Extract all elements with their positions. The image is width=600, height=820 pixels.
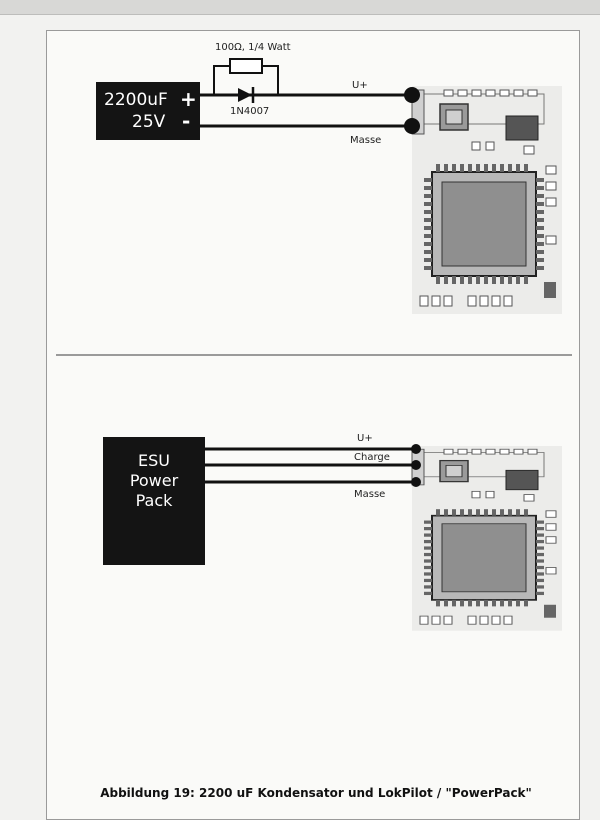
power-pack-line1: ESU: [138, 451, 170, 470]
solder-point-u-plus-bottom: [411, 444, 421, 454]
masse-label-bottom: Masse: [354, 489, 386, 500]
solder-point-charge: [411, 460, 421, 470]
solder-point-masse: [404, 118, 420, 134]
solder-point-u-plus: [404, 87, 420, 103]
capacitor-minus-sign: -: [182, 109, 191, 133]
resistor-label: 100Ω, 1/4 Watt: [215, 42, 291, 53]
charge-label: Charge: [354, 452, 390, 463]
u-plus-label-bottom: U+: [357, 433, 373, 444]
figure-caption: Abbildung 19: 2200 uF Kondensator und Lo…: [100, 786, 532, 800]
capacitor-value: 2200uF: [104, 90, 168, 110]
u-plus-label-top: U+: [352, 80, 368, 91]
power-pack-line3: Pack: [135, 491, 173, 510]
resistor-symbol: [229, 58, 263, 74]
diode-label: 1N4007: [230, 106, 270, 117]
decoder-board-top: [411, 85, 563, 315]
capacitor-plus-sign: +: [180, 87, 197, 111]
figure-divider: [56, 354, 572, 356]
capacitor-box: 2200uF + 25V -: [96, 82, 200, 140]
power-pack-line2: Power: [129, 471, 179, 490]
diode-symbol: [238, 88, 252, 102]
top-edge-bar: [0, 0, 600, 15]
wiring-svg: [200, 58, 563, 632]
decoder-board-bottom: [411, 445, 563, 632]
power-pack-box: ESU Power Pack: [103, 437, 205, 565]
masse-label-top: Masse: [350, 135, 382, 146]
solder-point-masse-bottom: [411, 477, 421, 487]
capacitor-voltage: 25V: [132, 112, 166, 132]
